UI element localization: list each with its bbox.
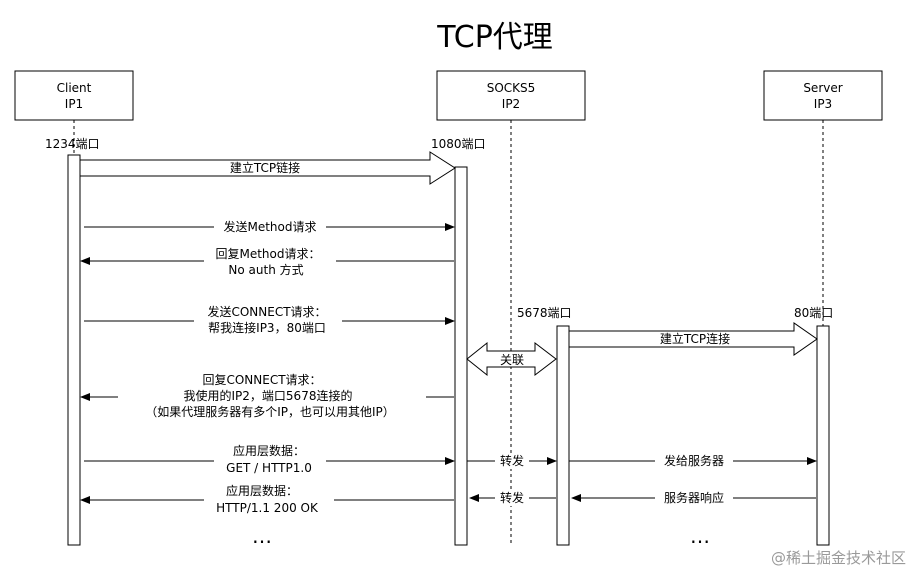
app-data-request-label-line1: 应用层数据： (233, 443, 305, 458)
reply-method-label-line2: No auth 方式 (228, 262, 303, 277)
diagram-title: TCP代理 (436, 20, 553, 55)
connect-request-label-line2: 帮我连接IP3，80端口 (208, 320, 326, 335)
server-ip: IP3 (814, 97, 832, 111)
server-activation (816, 325, 830, 546)
reply-connect-label-line3: （如果代理服务器有多个IP，也可以用其他IP） (145, 404, 395, 419)
server-response-label: 服务器响应 (664, 490, 724, 505)
forward-response-label: 转发 (500, 490, 524, 505)
associate-label: 关联 (500, 353, 524, 367)
socks-ip: IP2 (502, 97, 520, 111)
ellipsis-right: … (690, 524, 710, 548)
participant-socks5: SOCKS5 IP2 (436, 70, 586, 121)
send-to-server-label: 发给服务器 (664, 453, 724, 468)
socks-in-port-label: 1080端口 (431, 137, 486, 151)
associate-double-arrow (466, 341, 557, 377)
establish-tcp-server-arrow (568, 322, 818, 356)
app-data-request-label-line2: GET / HTTP1.0 (226, 461, 312, 475)
participant-client: Client IP1 (14, 70, 134, 121)
server-port-label: 80端口 (794, 306, 833, 320)
socks-in-activation (454, 166, 468, 546)
send-method-label: 发送Method请求 (223, 219, 316, 234)
app-data-response-label-line2: HTTP/1.1 200 OK (216, 501, 319, 515)
participant-server: Server IP3 (763, 70, 883, 121)
reply-connect-label-line1: 回复CONNECT请求： (202, 373, 321, 387)
reply-method-label-line1: 回复Method请求： (215, 247, 320, 261)
socks-out-port-label: 5678端口 (517, 306, 572, 320)
forward-request-label: 转发 (500, 453, 524, 468)
client-ip: IP1 (65, 97, 83, 111)
app-data-response-label-line1: 应用层数据： (226, 483, 298, 498)
watermark: @稀土掘金技术社区 (771, 549, 906, 567)
reply-connect-label-line2: 我使用的IP2，端口5678连接的 (184, 388, 353, 403)
establish-tcp-client-arrow (79, 151, 456, 185)
client-activation (67, 154, 81, 546)
socks-name: SOCKS5 (487, 81, 536, 95)
connect-request-label-line1: 发送CONNECT请求： (207, 304, 326, 319)
server-name: Server (803, 81, 842, 95)
ellipsis-left: … (252, 524, 272, 548)
socks-out-activation (556, 325, 570, 546)
client-port-label: 1234端口 (45, 137, 100, 151)
client-name: Client (57, 81, 92, 95)
establish-tcp-client-label: 建立TCP链接 (230, 160, 300, 175)
establish-tcp-server-label: 建立TCP连接 (660, 331, 730, 346)
